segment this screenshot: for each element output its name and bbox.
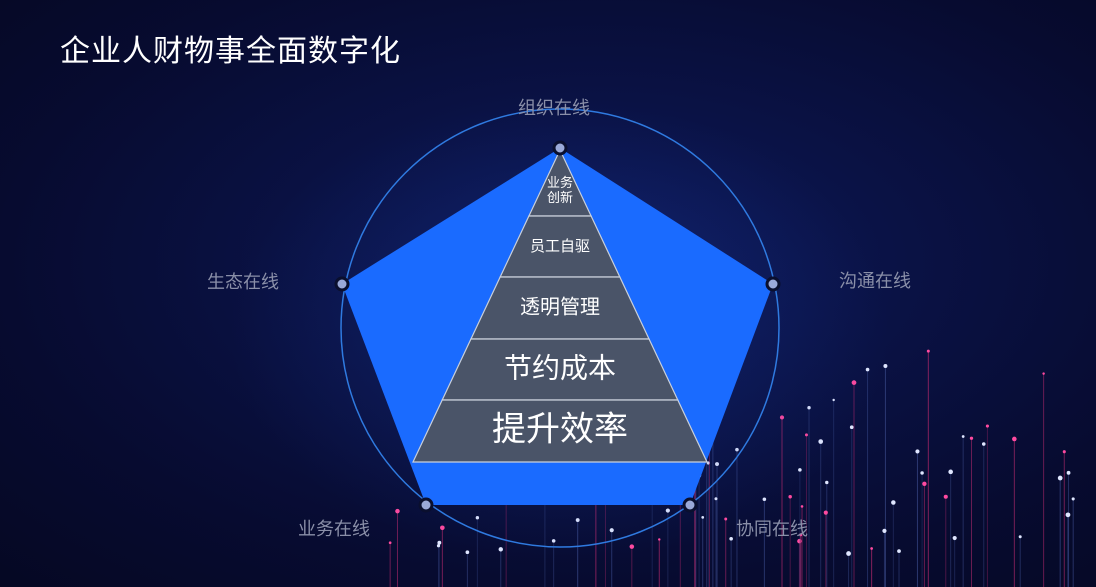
sparkle-dot: [436, 544, 441, 548]
sparkle-dot: [1012, 436, 1017, 442]
sparkle-dot: [922, 481, 927, 486]
sparkle-dot: [897, 549, 901, 553]
pyramid-level-5-label: 提升效率: [492, 410, 628, 450]
pyramid-level-2-label: 员工自驱: [530, 237, 590, 255]
sparkle-dot: [1066, 470, 1071, 475]
pyramid-level-3-label: 透明管理: [520, 295, 600, 319]
node-bottom-left: [418, 497, 434, 513]
pyramid-level-1-label: 业务: [547, 175, 573, 191]
sparkle-dot: [1062, 450, 1066, 454]
sparkle-dot: [465, 550, 470, 555]
outer-circle: [340, 108, 780, 548]
pyramid-level-5: [412, 399, 708, 463]
sparkle-dot: [920, 471, 924, 475]
node-bottom-right: [682, 497, 698, 513]
node-right: [765, 276, 781, 292]
sparkle-dot: [870, 547, 873, 550]
node-top: [552, 140, 568, 156]
sparkle-dot: [823, 510, 828, 515]
sparkle-dot: [846, 551, 851, 556]
sparkle-dot: [981, 442, 986, 446]
sparkle-dot: [985, 424, 989, 428]
sparkle-dot: [788, 495, 792, 499]
label-left: 生态在线: [207, 272, 279, 293]
node-left: [334, 276, 350, 292]
sparkle-dot: [799, 533, 803, 537]
sparkle-dot: [943, 494, 948, 499]
sparkle-dot: [969, 436, 974, 440]
sparkle-dot: [729, 536, 733, 541]
sparkle-dot: [948, 469, 953, 475]
sparkle-dot: [1057, 475, 1063, 481]
sparkle-dot: [926, 349, 930, 353]
sparkle-dot: [915, 449, 920, 454]
sparkle-dot: [1042, 372, 1045, 375]
page-title: 企业人财物事全面数字化: [60, 34, 401, 69]
label-bottom-left: 业务在线: [298, 519, 370, 540]
sparkle-dot: [961, 435, 965, 438]
label-top: 组织在线: [518, 98, 590, 119]
label-right: 沟通在线: [839, 271, 911, 292]
sparkle-dot: [882, 528, 887, 533]
sparkle-dot: [800, 505, 804, 508]
sparkle-dot: [1065, 512, 1071, 518]
pyramid-level-1-label: 创新: [547, 190, 573, 206]
pyramid-level-4-label: 节约成本: [504, 352, 616, 385]
sparkle-dot: [1018, 535, 1022, 539]
label-bottom-right: 协同在线: [736, 519, 808, 540]
sparkle-dot: [825, 480, 829, 485]
sparkle-dot: [388, 541, 392, 545]
sparkle-dot: [952, 535, 957, 541]
sparkle-dot: [1071, 497, 1075, 501]
sparkle-dot: [891, 500, 896, 505]
